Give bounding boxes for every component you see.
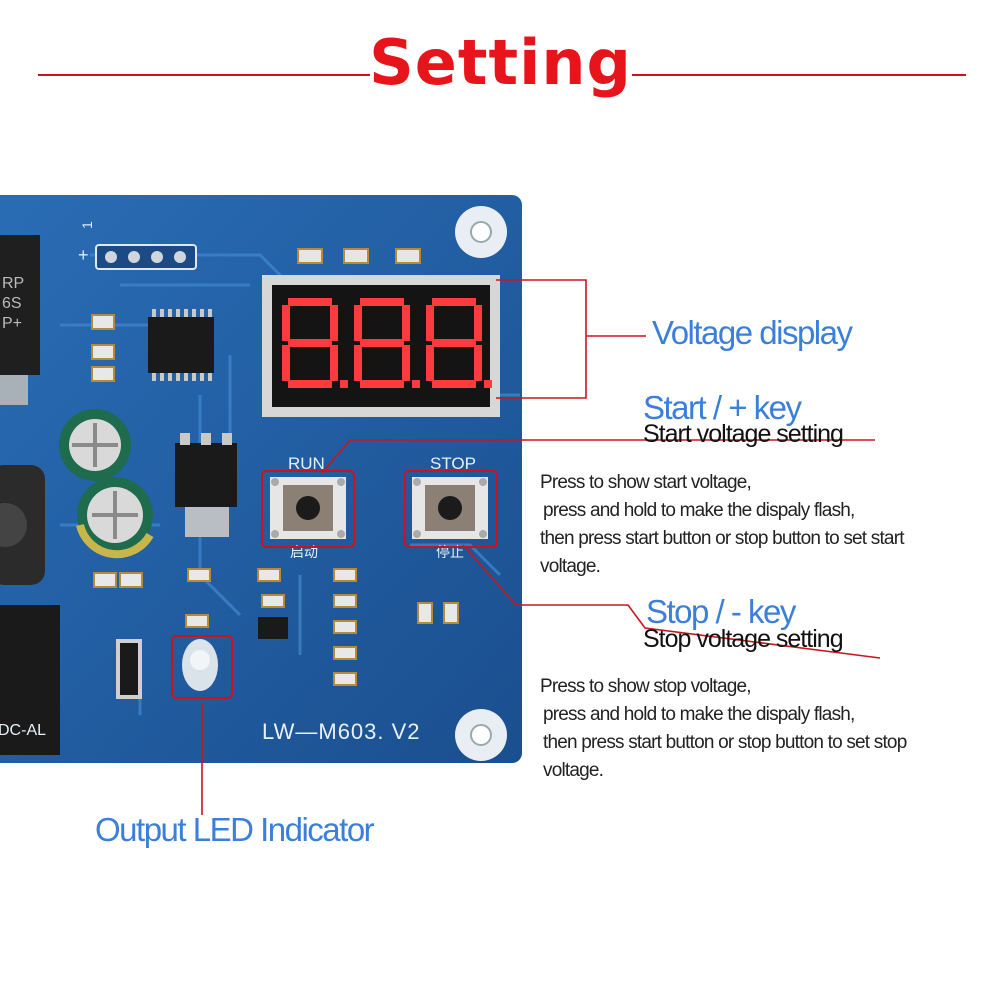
start-key-description: Press to show start voltage, press and h…: [540, 469, 905, 581]
output-led-label: Output LED Indicator: [95, 811, 375, 848]
voltage-display-label: Voltage display: [652, 314, 853, 351]
page-title: Setting: [369, 26, 632, 99]
stop-desc-line-2: press and hold to make the dispaly flash…: [543, 704, 855, 725]
stop-key-title: Stop / - key: [646, 593, 796, 630]
stop-key-subtitle: Stop voltage setting: [643, 625, 844, 653]
stop-desc-line-4: voltage.: [543, 760, 604, 781]
stop-desc-line-1: Press to show stop voltage,: [540, 676, 752, 697]
run-highlight-box: [261, 470, 355, 548]
stop-key-description: Press to show stop voltage, press and ho…: [540, 673, 907, 785]
stop-label: STOP: [430, 454, 476, 473]
stop-desc-line-3: then press start button or stop button t…: [543, 732, 907, 753]
run-button: [270, 477, 346, 539]
output-led: [182, 639, 218, 691]
seven-segment-display: [262, 275, 500, 417]
start-desc-line-3: then press start button or stop button t…: [540, 528, 905, 549]
start-desc-line-4: voltage.: [540, 556, 601, 577]
run-label: RUN: [288, 454, 325, 473]
pin-one-label: 1: [79, 221, 95, 229]
board-model: LW—M603. V2: [262, 719, 421, 744]
svg-text:P+: P+: [2, 315, 22, 332]
title-rule-left: [38, 74, 370, 76]
start-key-title: Start / + key: [643, 389, 802, 426]
title-rule-right: [632, 74, 966, 76]
led-highlight-box: [171, 635, 233, 699]
capacitor-1: [59, 409, 131, 481]
svg-text:+: +: [78, 245, 89, 265]
start-desc-line-1: Press to show start voltage,: [540, 472, 752, 493]
relay-text: DC-AL: [0, 722, 46, 739]
stop-button: [412, 477, 488, 539]
start-desc-line-2: press and hold to make the dispaly flash…: [543, 500, 855, 521]
stop-highlight-box: [404, 470, 498, 548]
mount-hole-top: [455, 206, 507, 258]
start-key-subtitle: Start voltage setting: [643, 420, 844, 448]
pcb-board: 1 + RP 6S P+: [0, 195, 522, 763]
capacitor-2: [76, 477, 154, 559]
svg-text:6S: 6S: [2, 295, 22, 312]
svg-text:RP: RP: [2, 275, 24, 292]
mount-hole-bottom: [455, 709, 507, 761]
